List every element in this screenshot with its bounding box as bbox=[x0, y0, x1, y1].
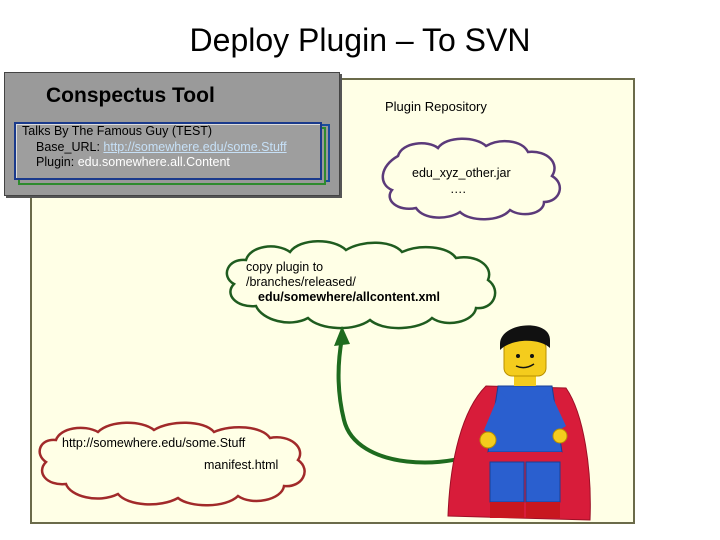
plugin-value: edu.somewhere.all.Content bbox=[77, 155, 230, 169]
conspectus-tool-title: Conspectus Tool bbox=[46, 84, 215, 107]
repo-file-name: edu_xyz_other.jar bbox=[412, 166, 511, 180]
manifest-url: http://somewhere.edu/some.Stuff bbox=[62, 436, 246, 450]
copy-plugin-cloud bbox=[225, 240, 497, 330]
talk-card-title: Talks By The Famous Guy (TEST) bbox=[22, 124, 213, 138]
manifest-cloud bbox=[38, 421, 306, 507]
base-url-label: Base_URL: bbox=[36, 140, 104, 154]
repo-file-cloud bbox=[381, 137, 562, 221]
copy-line-2: /branches/released/ bbox=[246, 275, 356, 289]
hero-figure-icon bbox=[447, 325, 591, 521]
plugin-label: Plugin: bbox=[36, 155, 78, 169]
base-url-link[interactable]: http://somewhere.edu/some.Stuff bbox=[103, 140, 287, 154]
plugin-row: Plugin: edu.somewhere.all.Content bbox=[36, 155, 230, 169]
plugin-repository-label: Plugin Repository bbox=[385, 99, 487, 114]
manifest-file: manifest.html bbox=[204, 458, 279, 472]
repo-file-ellipsis: …. bbox=[450, 182, 466, 196]
slide-title: Deploy Plugin – To SVN bbox=[189, 22, 531, 58]
curved-arrow-icon bbox=[334, 326, 496, 465]
copy-line-1: copy plugin to bbox=[246, 260, 324, 274]
talk-card[interactable] bbox=[14, 122, 322, 180]
copy-line-3: edu/somewhere/allcontent.xml bbox=[258, 290, 440, 304]
base-url-row: Base_URL: http://somewhere.edu/some.Stuf… bbox=[36, 140, 287, 154]
